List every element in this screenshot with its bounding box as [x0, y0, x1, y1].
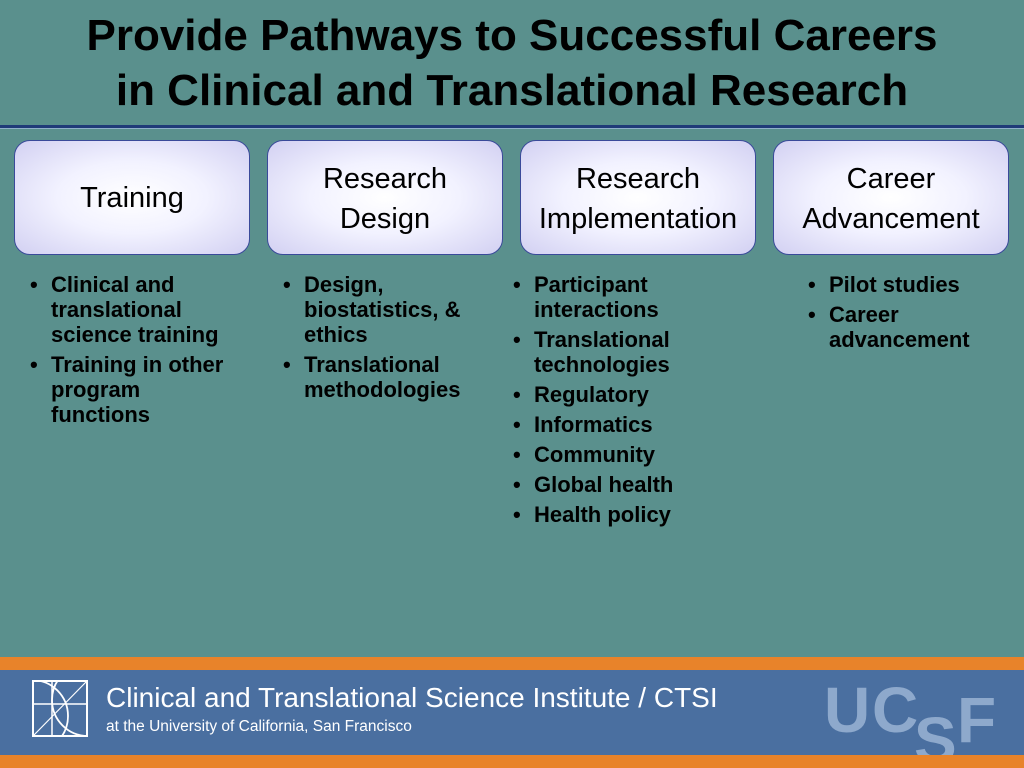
list-item: Design, biostatistics, & ethics [278, 272, 496, 347]
list-item: Pilot studies [803, 272, 1003, 297]
ucsf-logo: U C S F [824, 674, 996, 755]
pathway-box-label: Implementation [538, 203, 738, 235]
footer-accent-bottom [0, 755, 1024, 768]
pathway-box-research-implementation: Research Implementation [520, 140, 756, 255]
list-item: Career advancement [803, 302, 1003, 352]
list-item: Global health [508, 472, 718, 497]
pathway-box-research-design: Research Design [267, 140, 503, 255]
slide-title: Provide Pathways to Successful Careers i… [0, 8, 1024, 118]
training-bullet-list: Clinical and translational science train… [25, 272, 245, 432]
list-item: Participant interactions [508, 272, 718, 322]
research-design-bullet-list: Design, biostatistics, & ethics Translat… [278, 272, 496, 407]
ucsf-letter-f: F [957, 684, 996, 755]
pathway-box-label: Research [575, 163, 701, 195]
pathway-box-career-advancement: Career Advancement [773, 140, 1009, 255]
list-item: Community [508, 442, 718, 467]
slide-title-line-2: in Clinical and Translational Research [115, 66, 909, 115]
slide-title-line-1: Provide Pathways to Successful Careers [86, 11, 938, 60]
ucsf-letter-u: U [824, 674, 870, 746]
list-item: Regulatory [508, 382, 718, 407]
list-item: Translational methodologies [278, 352, 496, 402]
pathway-box-label: Career [846, 163, 936, 195]
ctsi-logo-icon [32, 680, 88, 737]
pathway-box-label: Research [322, 163, 448, 195]
title-divider [0, 125, 1024, 129]
pathway-box-label: Training [80, 181, 184, 214]
list-item: Translational technologies [508, 327, 718, 377]
ucsf-letter-s: S [914, 704, 957, 755]
pathway-box-label: Advancement [802, 203, 980, 235]
list-item: Training in other program functions [25, 352, 245, 427]
institute-name: Clinical and Translational Science Insti… [106, 682, 718, 713]
pathway-box-training: Training [14, 140, 250, 255]
list-item: Health policy [508, 502, 718, 527]
research-implementation-bullet-list: Participant interactions Translational t… [508, 272, 718, 532]
footer-bar: Clinical and Translational Science Insti… [0, 670, 1024, 755]
list-item: Informatics [508, 412, 718, 437]
career-advancement-bullet-list: Pilot studies Career advancement [803, 272, 1003, 357]
ucsf-letter-c: C [872, 674, 918, 746]
list-item: Clinical and translational science train… [25, 272, 245, 347]
institute-subtitle: at the University of California, San Fra… [106, 718, 412, 735]
pathway-box-label: Design [339, 203, 431, 235]
footer-accent-top [0, 657, 1024, 670]
